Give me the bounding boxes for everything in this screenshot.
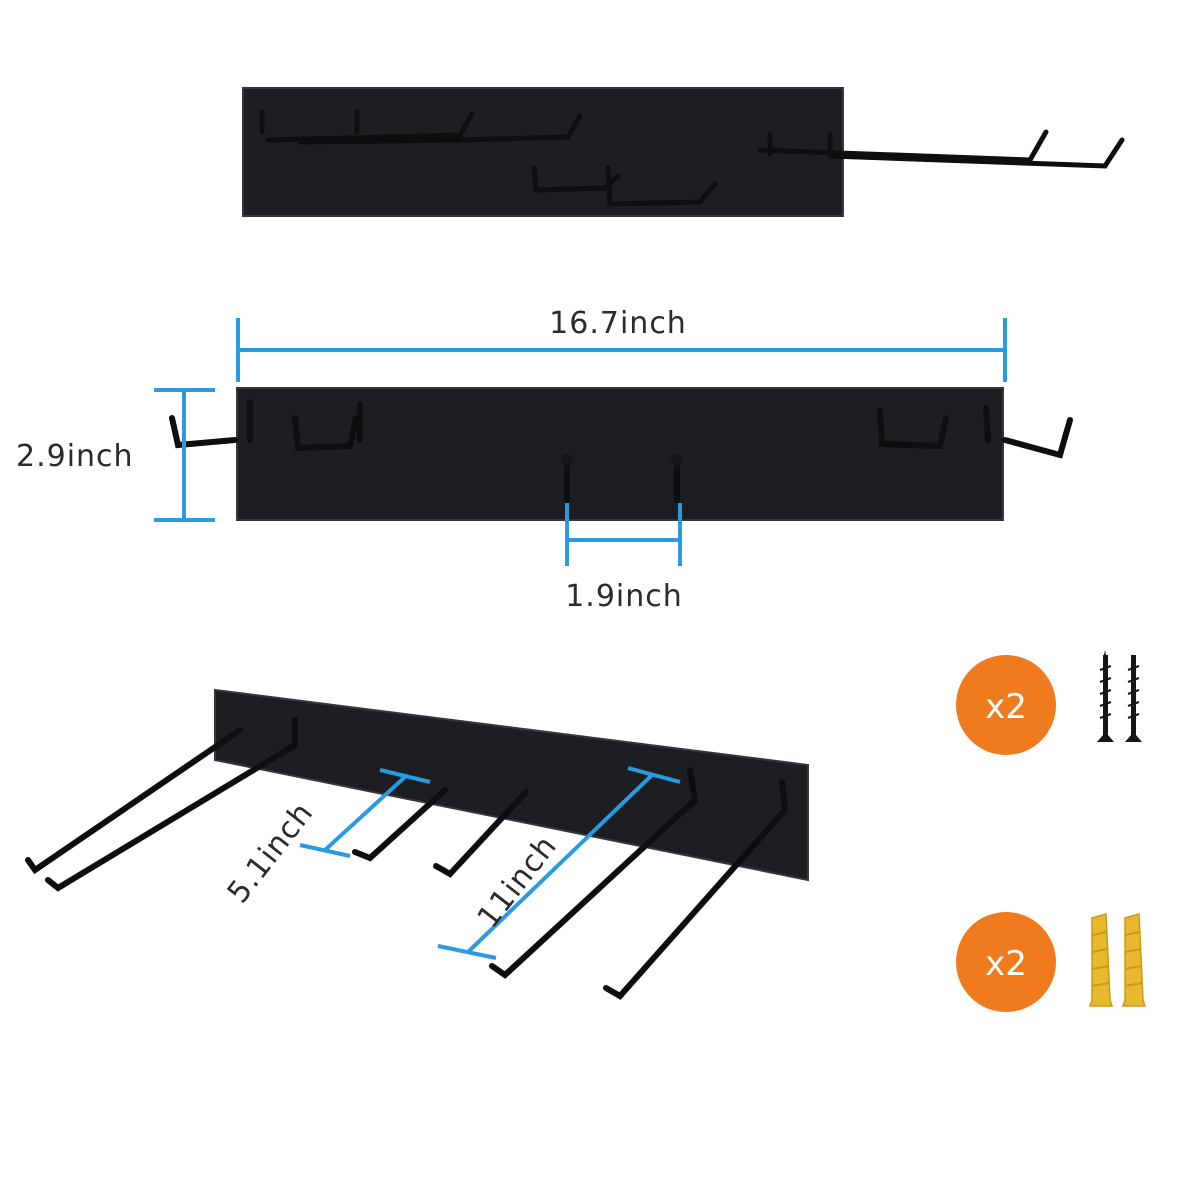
length-dimension xyxy=(236,318,1007,382)
length-label: 16.7inch xyxy=(549,306,687,341)
accessory-anchors: x2 xyxy=(956,912,1147,1012)
rack-plate xyxy=(243,88,843,216)
accessory-screws: x2 xyxy=(956,650,1142,755)
screw-quantity: x2 xyxy=(985,687,1027,727)
rack-perspective-view xyxy=(25,688,809,1000)
spacing-dimension xyxy=(565,503,682,566)
rack-front-view xyxy=(169,387,1073,521)
hook-set xyxy=(25,717,789,1000)
height-label: 2.9inch xyxy=(16,439,134,474)
wall-anchor-icon xyxy=(1088,913,1147,1007)
quantity-badge xyxy=(956,655,1056,755)
hook-set xyxy=(169,399,1073,503)
hook-set xyxy=(259,109,1125,207)
screw-icon xyxy=(1097,650,1142,742)
short-hook-label: 5.1inch xyxy=(221,796,321,910)
long-hook-dimension xyxy=(437,766,681,960)
rack-top-view xyxy=(242,87,1125,217)
height-dimension xyxy=(154,388,215,522)
anchor-quantity: x2 xyxy=(985,944,1027,984)
spacing-label: 1.9inch xyxy=(565,579,683,614)
short-hook-dimension xyxy=(299,768,431,858)
rack-plate xyxy=(237,388,1003,520)
quantity-badge xyxy=(956,912,1056,1012)
long-hook-label: 11inch xyxy=(471,829,564,935)
rack-plate xyxy=(214,688,809,882)
